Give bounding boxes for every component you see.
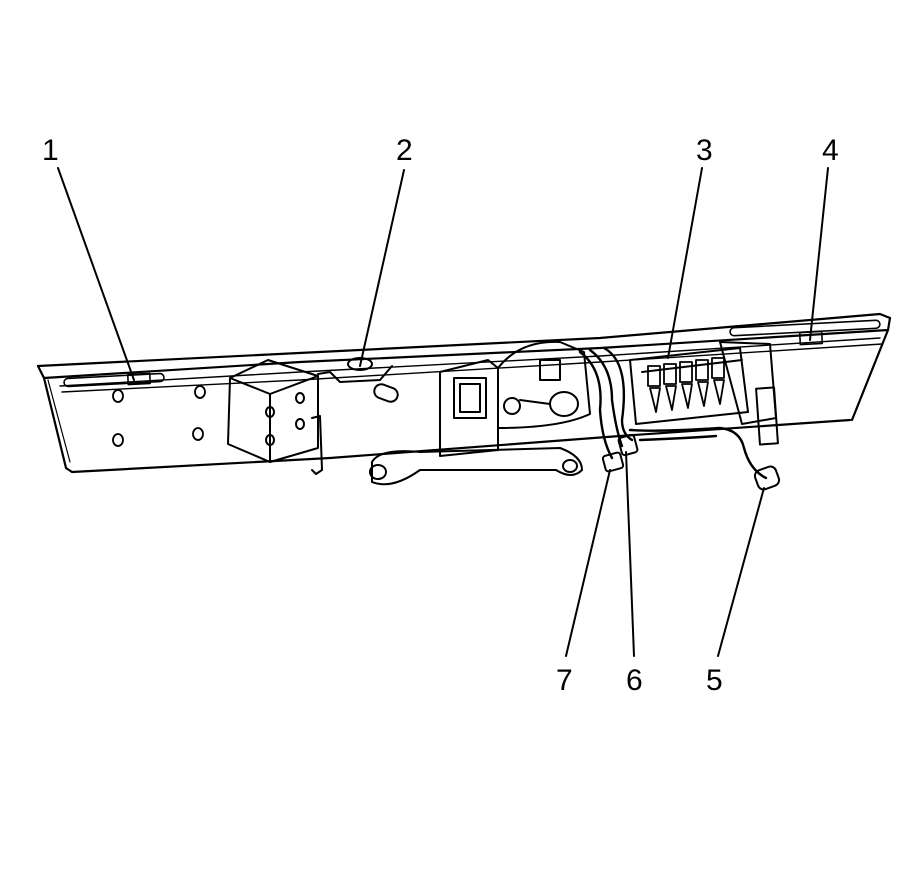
connector-6 (617, 433, 639, 457)
panel-holes (112, 385, 206, 447)
leader-line-6 (625, 451, 635, 657)
callout-3: 3 (696, 134, 713, 167)
callout-6: 6 (626, 664, 643, 697)
connector-7 (601, 451, 625, 473)
leader-line-2 (359, 169, 405, 367)
leader-line-1 (57, 167, 135, 381)
callout-2: 2 (396, 134, 413, 167)
leader-line-3 (667, 167, 703, 359)
wire-harness (578, 346, 768, 480)
leader-line-7 (565, 469, 611, 657)
callout-7: 7 (556, 664, 573, 697)
relay-block (629, 341, 779, 446)
callout-4: 4 (822, 134, 839, 167)
callout-1: 1 (42, 134, 59, 167)
switch-housing (497, 340, 591, 429)
center-clip (317, 357, 399, 403)
connector-5 (753, 465, 781, 491)
left-slot (63, 372, 165, 388)
callout-labels: 1 2 3 4 7 6 5 (42, 134, 839, 697)
center-mount-bracket (369, 359, 583, 486)
leader-line-5 (717, 487, 765, 657)
leader-line-4 (809, 167, 829, 341)
leader-lines (57, 167, 829, 657)
callout-5: 5 (706, 664, 723, 697)
left-box-bracket (227, 359, 323, 475)
mounting-panel (36, 312, 892, 474)
